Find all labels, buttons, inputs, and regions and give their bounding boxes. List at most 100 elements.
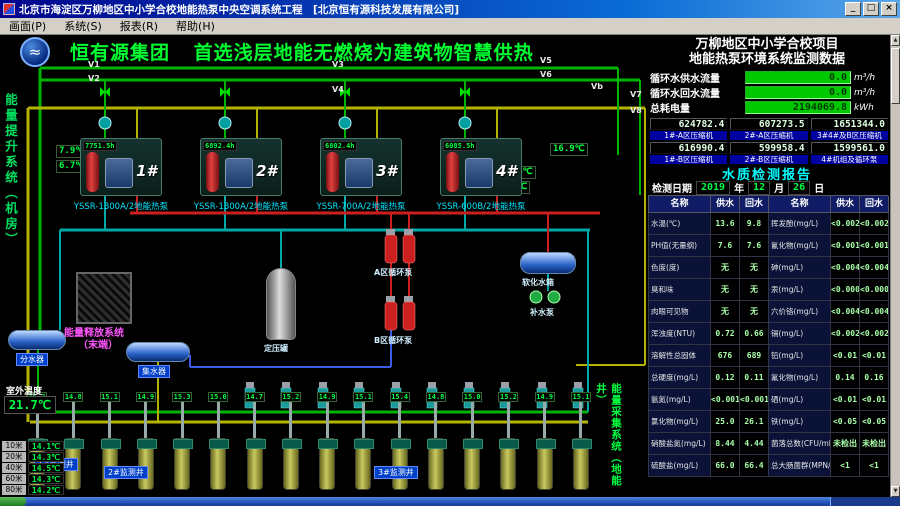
unit-body: 6802.4h 3#	[320, 138, 402, 196]
unit-evaporator	[105, 158, 133, 188]
well-temp-led: 14.9	[534, 392, 555, 402]
unit-number: 1#	[136, 162, 157, 180]
depth-temp-led: 14.2℃	[28, 485, 64, 495]
unit-compressor-vessel	[206, 152, 219, 192]
menu-item[interactable]: 画面(P)	[9, 20, 47, 33]
unit-model-label: YSSR-600B/2地能热泵	[436, 202, 526, 212]
flow-label: 循环水供水流量	[650, 74, 720, 85]
energy-counter-led: 599958.4	[730, 142, 808, 154]
wq-param-name: 色度(度)	[649, 257, 711, 279]
well-temp-led: 14.7	[244, 392, 265, 402]
softened-water-tank	[520, 252, 576, 274]
menu-item[interactable]: 报表(R)	[119, 20, 159, 33]
heat-pump-unit[interactable]: 6085.5h 4# YSSR-600B/2地能热泵	[437, 138, 525, 212]
unit-runtime-led: 6802.4h	[323, 141, 357, 151]
outdoor-temp-led: 21.7℃	[4, 396, 56, 414]
valve-label-v1: V1	[88, 60, 100, 69]
pressure-tank	[266, 268, 296, 340]
depth-temp-row: 40米 14.5℃	[2, 463, 64, 473]
well-body	[136, 438, 157, 490]
valve-label-v3: V3	[332, 60, 344, 69]
well-pipe	[253, 402, 257, 438]
unit-body: 7751.5h 1#	[80, 138, 162, 196]
flow-label: 循环水回水流量	[650, 89, 720, 100]
flow-unit: m³/h	[854, 72, 876, 83]
project-title-line1: 万柳地区中小学合校项目	[695, 37, 839, 52]
well-pipe	[361, 402, 365, 438]
well-temp-led: 15.0	[208, 392, 229, 402]
scroll-up-arrow[interactable]: ▲	[891, 35, 900, 46]
unit-compressor-vessel	[86, 152, 99, 192]
energy-counter: 1599561.0 4#机组及循环泵	[810, 142, 888, 164]
main-area: ≈ 恒有源集团 首选浅层地能无燃烧为建筑物智慧供热 万柳地区中小学合校项目 地能…	[0, 35, 900, 497]
well-pipe	[506, 402, 510, 438]
well-body	[571, 438, 592, 490]
outdoor-temp-label: 室外温度	[6, 387, 43, 397]
energy-counter: 599958.4 2#-B区压缩机	[730, 142, 808, 164]
well-pipe	[579, 402, 583, 438]
wq-supply-value: <0.01	[831, 345, 860, 367]
wq-return-value: 26.1	[740, 411, 769, 433]
maximize-button[interactable]: □	[863, 2, 879, 16]
wq-column-header: 供水	[711, 196, 740, 213]
unit-compressor-vessel	[326, 152, 339, 192]
flow-row: 总耗电量 2194069.8 kWh	[650, 101, 888, 115]
heat-pump-unit[interactable]: 7751.5h 1# YSSR-1300A/2地能热泵	[74, 138, 168, 212]
start-button[interactable]	[0, 497, 26, 506]
valve-label-v2: V2	[88, 74, 100, 83]
unit-number: 2#	[256, 162, 277, 180]
wq-supply-value: <0.002	[831, 323, 860, 345]
wq-return-value: <0.004	[860, 257, 889, 279]
heat-pump-unit[interactable]: 6892.4h 2# YSSR-1300A/2地能热泵	[194, 138, 288, 212]
menubar: 画面(P) 系统(S) 报表(R) 帮助(H)	[0, 18, 900, 35]
wq-param-name: 氨氮(mg/L)	[649, 389, 711, 411]
company-name: 恒有源集团	[70, 42, 171, 64]
energy-counter-label: 2#-B区压缩机	[730, 155, 808, 164]
wq-return-value: <0.002	[860, 323, 889, 345]
heat-pump-unit[interactable]: 6802.4h 3# YSSR-700A/2地能热泵	[317, 138, 405, 212]
unit-number: 3#	[376, 162, 397, 180]
minimize-button[interactable]: _	[845, 2, 861, 16]
flow-value-led: 0.0	[745, 86, 851, 99]
wq-supply-value: 8.44	[711, 433, 740, 455]
close-button[interactable]: ×	[881, 2, 897, 16]
scroll-down-arrow[interactable]: ▼	[891, 486, 900, 497]
system-tray[interactable]	[830, 497, 900, 506]
well-pipe	[325, 402, 329, 438]
monitor-well-3-label[interactable]: 3#监测井	[374, 466, 418, 479]
makeup-pump-label: 补水泵	[530, 308, 554, 317]
window-controls: _ □ ×	[845, 2, 897, 16]
wq-return-value: 689	[740, 345, 769, 367]
well-body	[209, 438, 230, 490]
wq-return-value: <0.001	[860, 235, 889, 257]
unit-runtime-led: 6085.5h	[443, 141, 477, 151]
well-temp-led: 14.9	[135, 392, 156, 402]
wq-supply-value: 无	[711, 301, 740, 323]
wq-supply-value: <0.002	[831, 213, 860, 235]
water-quality-table-header: 名称供水回水名称供水回水	[648, 195, 889, 213]
scrollbar-thumb[interactable]	[891, 48, 900, 104]
depth-temp-led: 14.3℃	[28, 474, 64, 484]
menu-item[interactable]: 系统(S)	[64, 20, 102, 33]
wq-param-name: 镉(mg/L)	[769, 323, 831, 345]
vertical-scrollbar[interactable]: ▲ ▼	[890, 35, 900, 497]
flow-value-led: 2194069.8	[745, 101, 851, 114]
scrollbar-track[interactable]	[891, 46, 900, 486]
energy-lift-system-label: 能量提升系统（机房）	[3, 93, 18, 248]
wq-supply-value: 676	[711, 345, 740, 367]
taskbar	[0, 497, 900, 506]
collector-label: 集水器	[138, 365, 170, 378]
flow-panel: 循环水供水流量 0.0 m³/h 循环水回水流量 0.0 m³/h 总耗电量 2…	[650, 71, 888, 115]
wq-column-header: 回水	[740, 196, 769, 213]
menu-item[interactable]: 帮助(H)	[176, 20, 215, 33]
depth-temp-row: 10米 14.1℃	[2, 441, 64, 451]
wq-column-header: 名称	[769, 196, 831, 213]
monitor-well-2-label[interactable]: 2#监测井	[104, 466, 148, 479]
energy-counter-label: 3#4#及B区压缩机	[810, 131, 888, 140]
well-temp-led: 15.1	[353, 392, 374, 402]
date-day-led: 26	[788, 180, 811, 195]
geothermal-well: 15.2	[498, 392, 520, 490]
flow-row: 循环水供水流量 0.0 m³/h	[650, 71, 888, 85]
geothermal-well: 15.3	[172, 392, 194, 490]
